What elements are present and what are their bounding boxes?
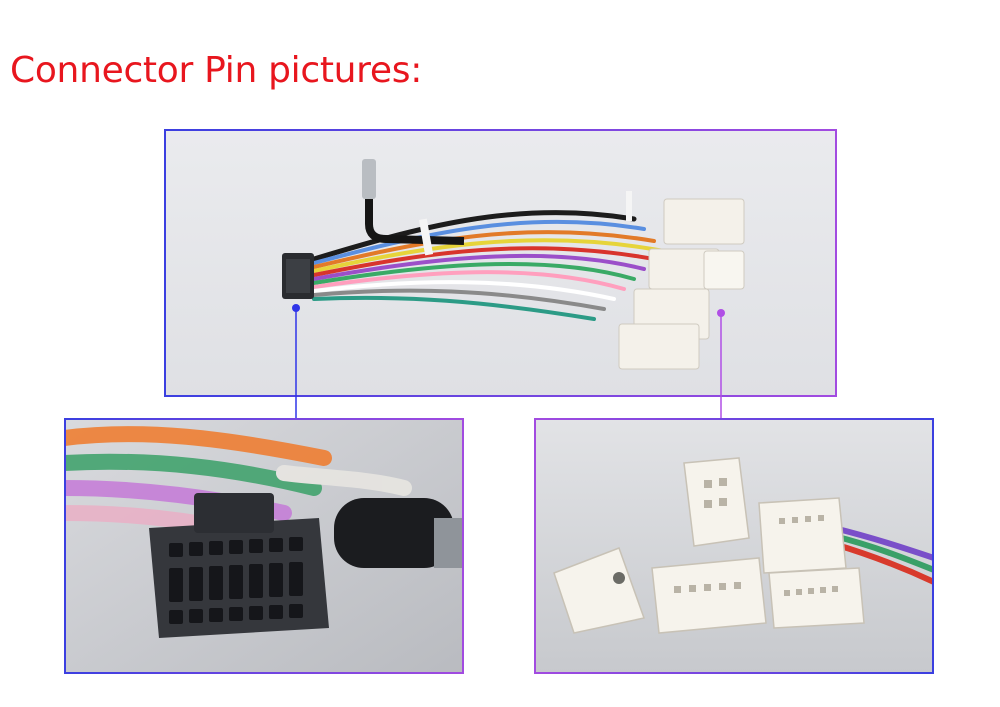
page-title: Connector Pin pictures: <box>10 50 423 91</box>
right-callout-dot <box>717 309 725 317</box>
left-callout-dot <box>292 304 300 312</box>
